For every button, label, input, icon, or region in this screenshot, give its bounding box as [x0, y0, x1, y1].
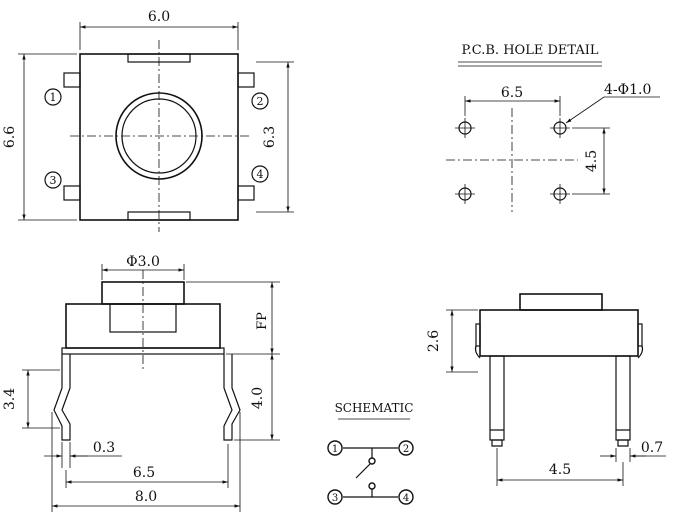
- terminal-tab-4: [237, 185, 255, 201]
- pin-1-marker: 1: [44, 88, 62, 106]
- side-plunger: [519, 293, 603, 311]
- side-lead-left: [489, 355, 505, 441]
- svg-text:1: 1: [50, 91, 57, 104]
- svg-text:4: 4: [257, 168, 264, 181]
- leg-height-label: 3.4: [2, 388, 18, 410]
- schematic-pin-1: 1: [327, 440, 343, 456]
- front-view: Φ3.0 FP 4.0 3.4 0.3 6.5 8.0: [2, 254, 280, 512]
- schematic-pin-3: 3: [327, 489, 343, 505]
- pin-3-marker: 3: [44, 171, 62, 189]
- svg-text:4: 4: [403, 493, 409, 504]
- svg-text:2: 2: [257, 95, 264, 108]
- schematic: SCHEMATIC 1 2 3 4: [327, 401, 414, 505]
- side-tab-curve-right: [637, 345, 644, 359]
- top-view: 6.0 6.6 6.3 1 2 3 4: [2, 9, 294, 232]
- schematic-contact-bottom: [368, 482, 376, 490]
- hole-note-label: 4-Φ1.0: [604, 82, 651, 98]
- schematic-title: SCHEMATIC: [335, 401, 414, 415]
- hole-note-leader: [565, 96, 605, 124]
- top-inner-height-label: 6.3: [262, 126, 278, 148]
- overall-width-label: 8.0: [135, 489, 157, 505]
- svg-text:3: 3: [50, 174, 57, 187]
- side-tab-left: [475, 323, 481, 347]
- pcb-hole: [455, 184, 475, 204]
- pcb-hole-detail: P.C.B. HOLE DETAIL 6.5: [446, 43, 660, 212]
- top-height-label: 6.6: [2, 126, 18, 148]
- side-tab-curve-left: [474, 345, 481, 359]
- side-lead-right-tip: [616, 429, 630, 447]
- pcb-hole: [550, 118, 570, 138]
- fp-label: FP: [255, 312, 270, 330]
- side-tab-right: [637, 323, 643, 347]
- lead-width-label: 0.3: [93, 440, 115, 456]
- schematic-contact-top: [368, 457, 376, 465]
- front-base-strip: [61, 347, 225, 355]
- svg-text:2: 2: [403, 444, 409, 455]
- pin-4-marker: 4: [251, 165, 269, 183]
- schematic-pin-2: 2: [398, 440, 414, 456]
- svg-text:3: 3: [332, 493, 338, 504]
- side-height-label: 2.6: [426, 330, 442, 352]
- top-width-label: 6.0: [148, 9, 170, 25]
- schematic-lever: [355, 463, 371, 479]
- terminal-tab-3: [63, 185, 81, 201]
- svg-text:1: 1: [332, 444, 338, 455]
- front-left-lead: [53, 354, 71, 441]
- pitch-label: 6.5: [133, 465, 155, 481]
- front-right-lead: [223, 354, 241, 441]
- terminal-tab-1: [63, 72, 81, 88]
- schematic-pin-4: 4: [398, 489, 414, 505]
- pcb-hole: [550, 184, 570, 204]
- pin-2-marker: 2: [251, 92, 269, 110]
- side-lead-right: [615, 355, 631, 441]
- plunger-dia-label: Φ3.0: [126, 254, 160, 270]
- terminal-tab-2: [237, 72, 255, 88]
- pcb-spacing-x-label: 6.5: [501, 85, 523, 101]
- side-view: 2.6 0.7 4.5: [426, 293, 666, 486]
- pcb-title: P.C.B. HOLE DETAIL: [462, 43, 599, 58]
- body-leg-label: 4.0: [250, 387, 266, 409]
- pcb-spacing-y-label: 4.5: [584, 150, 600, 172]
- pcb-hole: [455, 118, 475, 138]
- side-pitch-label: 4.5: [549, 462, 571, 478]
- side-lead-width-label: 0.7: [641, 440, 663, 456]
- side-body: [479, 309, 639, 357]
- side-lead-left-tip: [490, 429, 504, 447]
